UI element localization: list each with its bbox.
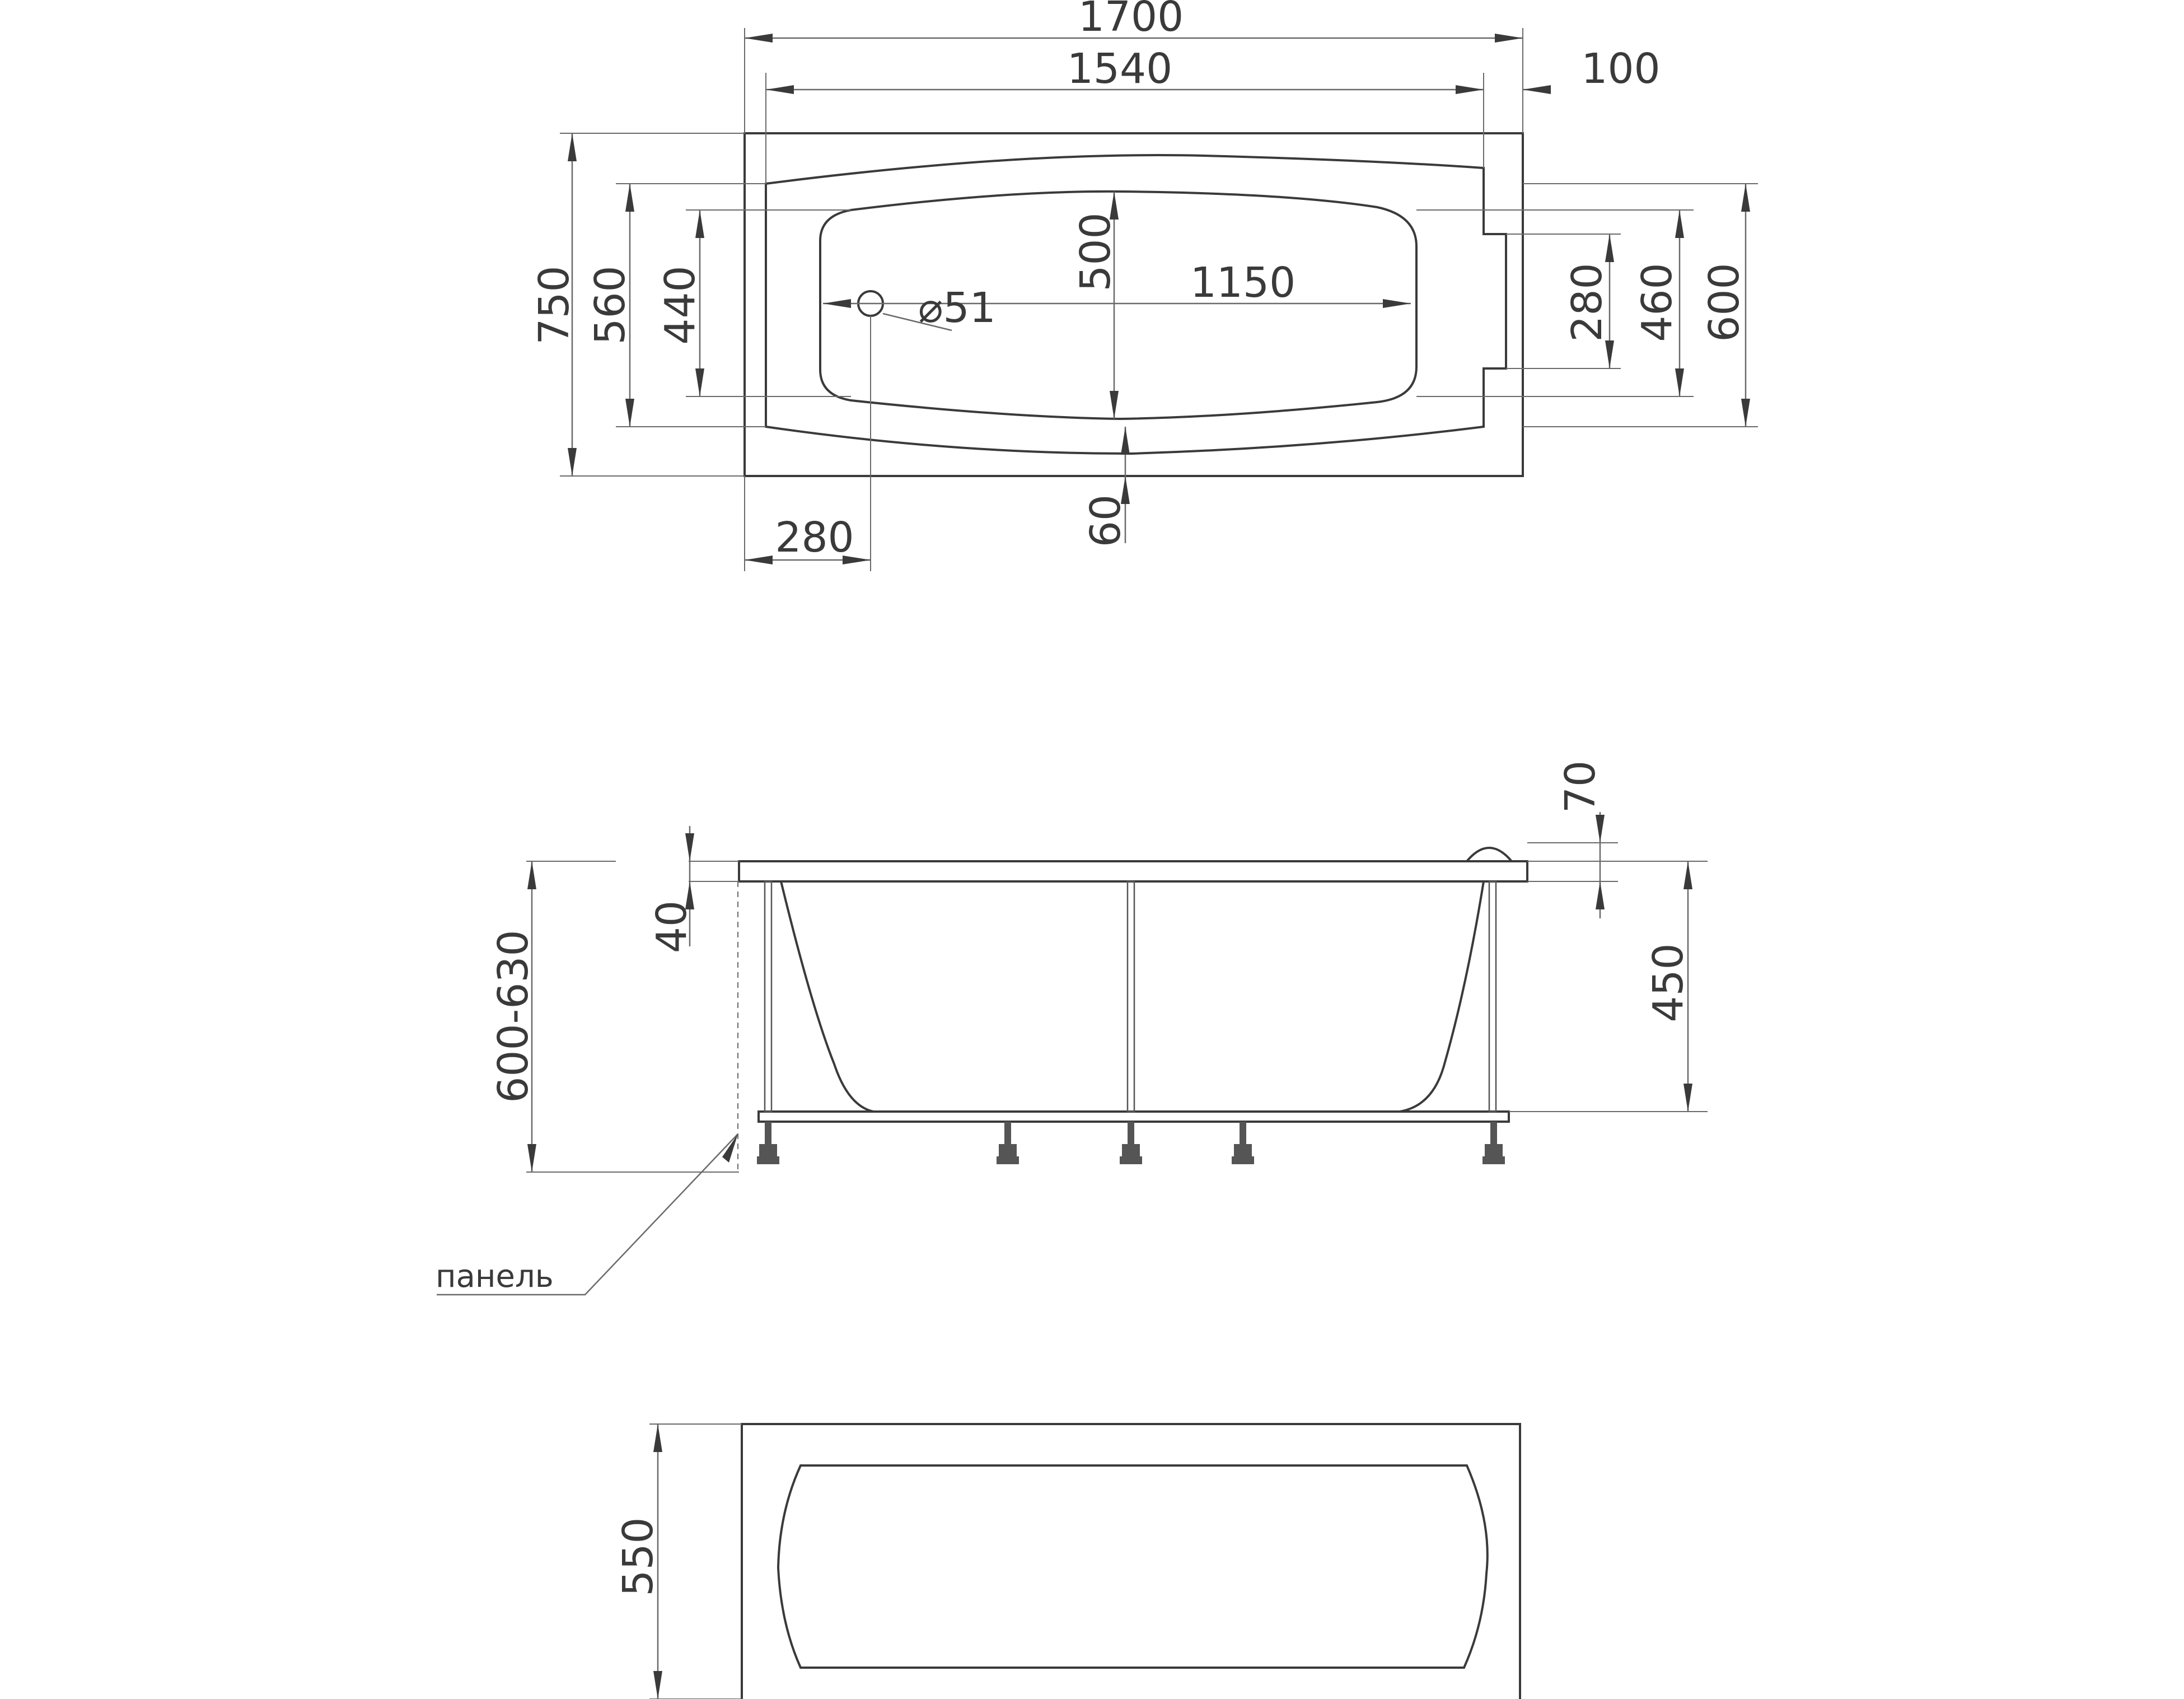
dim-overall-width: 750	[530, 265, 578, 344]
tub-inner-end	[777, 1464, 1489, 1669]
dim-end-height: 550	[614, 1517, 662, 1596]
dim-total-height: 600-630	[489, 930, 537, 1103]
dim-center-width: 500	[1072, 212, 1120, 291]
dim-headrest-outer: 600	[1700, 263, 1748, 342]
tub-rim-side	[738, 860, 1528, 883]
tub-body-side	[780, 881, 1485, 1113]
dim-rim-offset: 60	[1082, 494, 1130, 547]
top-view: 1700 1540 100 750 560 440 500 1150	[530, 0, 1758, 571]
dim-headrest-height: 70	[1556, 760, 1605, 813]
dim-rim-width: 560	[586, 265, 634, 344]
dim-overall-length: 1700	[1078, 0, 1184, 41]
dim-drain-offset: 280	[775, 514, 854, 562]
dim-headrest-width: 100	[1581, 45, 1660, 93]
side-view: 40 600-630 70 450 панель	[436, 760, 1708, 1296]
end-view: 550	[614, 1423, 1521, 1699]
headrest-bump	[1466, 847, 1513, 862]
dim-bottom-width: 440	[656, 265, 704, 344]
dim-drain-diameter: ⌀51	[918, 284, 996, 332]
dim-lip-height: 40	[648, 900, 696, 953]
tub-bottom-top	[819, 190, 1418, 421]
dim-inner-length: 1540	[1067, 45, 1172, 93]
adjustable-feet	[757, 1122, 1505, 1164]
frame-legs	[764, 880, 1497, 1113]
tub-outline-top	[743, 132, 1524, 477]
panel-label: панель	[436, 1258, 554, 1295]
dim-depth: 450	[1644, 943, 1692, 1022]
tub-outline-end	[741, 1423, 1521, 1699]
dim-headrest-mid: 460	[1633, 263, 1681, 342]
dim-bottom-length: 1150	[1190, 259, 1296, 307]
dim-headrest-inner: 280	[1563, 263, 1611, 342]
frame-bar	[757, 1110, 1510, 1123]
